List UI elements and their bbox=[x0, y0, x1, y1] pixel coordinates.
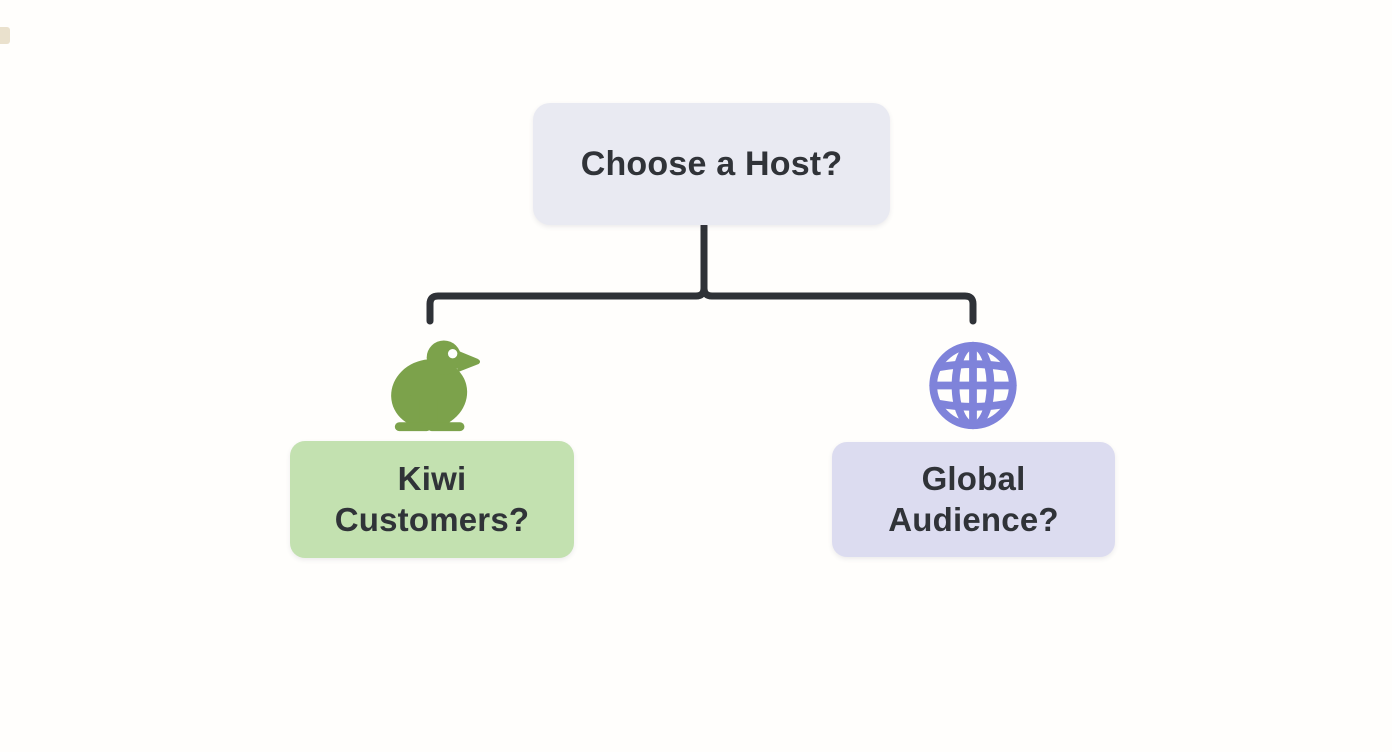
connector-branch-right bbox=[700, 222, 977, 325]
globe-lines bbox=[929, 341, 1017, 430]
node-global-audience: Global Audience? bbox=[832, 442, 1115, 557]
node-global-audience-label: Global Audience? bbox=[888, 460, 1059, 538]
kiwi-bird-body bbox=[391, 340, 481, 432]
node-kiwi-customers: Kiwi Customers? bbox=[290, 441, 574, 558]
globe-icon bbox=[929, 341, 1017, 430]
kiwi-bird-icon bbox=[391, 340, 481, 432]
background-smudge bbox=[0, 27, 10, 44]
node-kiwi-customers-label: Kiwi Customers? bbox=[334, 460, 530, 538]
kiwi-bird-eye bbox=[447, 348, 458, 359]
node-choose-host: Choose a Host? bbox=[533, 103, 890, 225]
node-choose-host-label: Choose a Host? bbox=[580, 144, 843, 183]
connector-branch-left bbox=[426, 222, 708, 325]
